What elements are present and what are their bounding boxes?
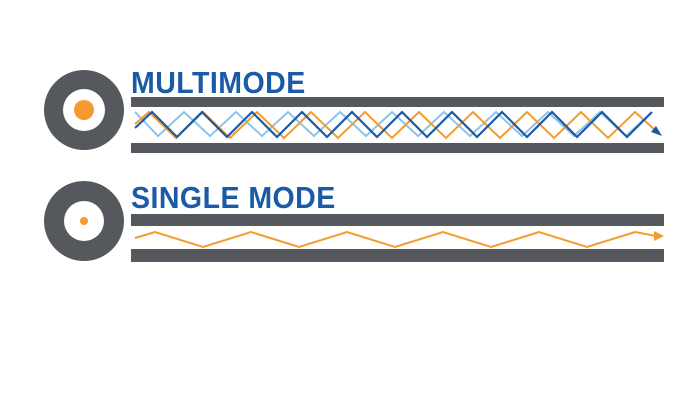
single-mode-cross-section-icon [44, 181, 124, 261]
multimode-cross-section-icon [44, 70, 124, 150]
multimode-top-cladding-bar [131, 97, 664, 107]
multimode-arrow-head-icon [651, 126, 662, 136]
single-mode-arrow-head-icon [654, 231, 664, 241]
single-mode-core-dot [80, 217, 88, 225]
single-mode-rays [134, 230, 664, 249]
single-mode-title: SINGLE MODE [131, 180, 336, 215]
multimode-title: MULTIMODE [131, 65, 306, 100]
multimode-core-dot [74, 100, 94, 120]
single-mode-top-cladding-bar [131, 214, 664, 226]
single-mode-ray-orange [134, 230, 657, 249]
multimode-ray-dark-blue [134, 110, 653, 139]
single-mode-bottom-cladding-bar [131, 249, 664, 262]
multimode-rays [134, 110, 662, 140]
multimode-bottom-cladding-bar [131, 143, 664, 153]
